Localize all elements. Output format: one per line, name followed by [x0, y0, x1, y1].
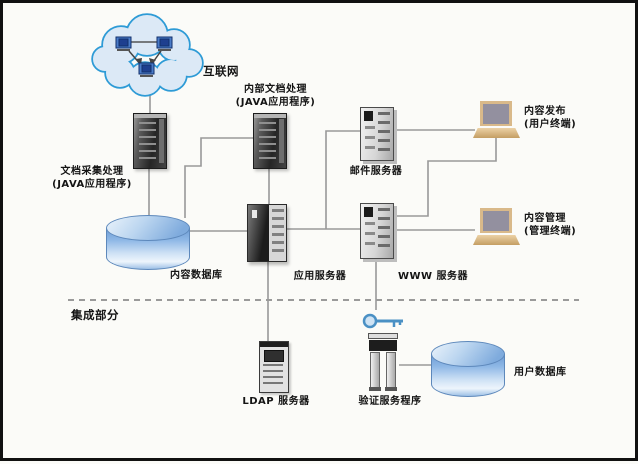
app-server-label: 应用服务器	[293, 271, 347, 282]
content-manage-label: 内容管理 (管理终端)	[524, 213, 577, 237]
edge-internaldoc-contentdb	[184, 137, 253, 218]
content-manage-laptop-icon	[473, 208, 520, 245]
mail-server-icon	[360, 107, 394, 161]
content-database-icon	[106, 215, 190, 270]
cloud-network-pcs-icon	[115, 36, 173, 77]
content-publish-label: 内容发布 (用户终端)	[524, 106, 577, 130]
internal-doc-label: 内部文档处理 (JAVA应用程序)	[235, 84, 316, 108]
ldap-server-icon	[259, 341, 289, 393]
ldap-server-label: LDAP 服务器	[242, 396, 310, 407]
internal-doc-server-icon	[253, 113, 287, 169]
integration-section-label: 集成部分	[71, 308, 119, 322]
content-publish-laptop-icon	[473, 101, 520, 138]
auth-service-label: 验证服务程序	[358, 396, 422, 407]
user-database-label: 用户数据库	[514, 367, 567, 378]
user-database-icon	[431, 341, 505, 397]
mail-server-label: 邮件服务器	[349, 166, 403, 177]
www-server-label: WWW 服务器	[397, 271, 469, 282]
www-server-icon	[360, 203, 394, 259]
doc-collect-label: 文档采集处理 (JAVA应用程序)	[52, 166, 132, 190]
edge-mailserver-backbone	[325, 130, 360, 229]
app-server-icon	[247, 204, 287, 262]
auth-service-icon	[368, 333, 398, 391]
internet-label: 互联网	[203, 64, 239, 78]
auth-key-icon	[362, 313, 403, 329]
doc-collect-server-icon	[133, 113, 167, 169]
internet-cloud-icon	[91, 13, 204, 97]
content-database-label: 内容数据库	[170, 270, 223, 281]
